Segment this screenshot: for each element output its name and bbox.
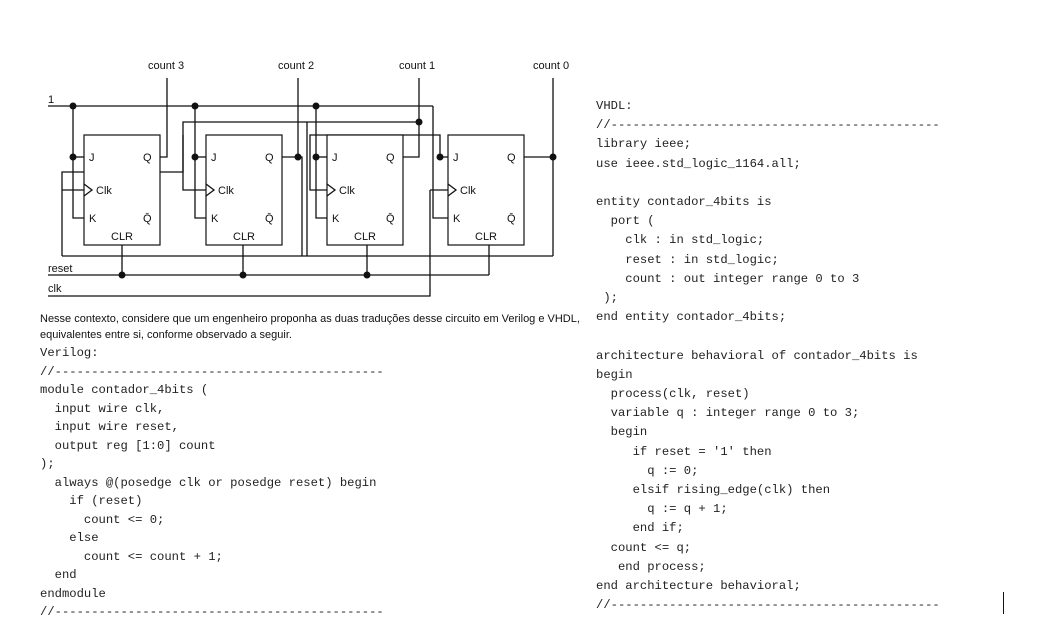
vhdl-code-line: count : out integer range 0 to 3: [596, 271, 860, 286]
vhdl-code-line: process(clk, reset): [596, 387, 750, 402]
vhdl-code-line: q := 0;: [596, 463, 699, 478]
count-2-label: count 2: [278, 60, 314, 72]
verilog-code-line: //--------------------------------------…: [40, 364, 384, 379]
flip-flop-0: J Q Clk K Q̄ CLR: [447, 134, 525, 246]
svg-text:Q: Q: [265, 152, 274, 164]
vhdl-code-line: begin: [596, 425, 648, 440]
vhdl-code-line: end architecture behavioral;: [596, 579, 801, 594]
vhdl-code-line: q := q + 1;: [596, 502, 728, 517]
verilog-code-block: Verilog: //------------------------------…: [40, 344, 384, 622]
vhdl-code-line: begin: [596, 367, 633, 382]
svg-text:Q: Q: [386, 152, 395, 164]
clk-label: clk: [48, 283, 62, 295]
svg-text:K: K: [211, 213, 219, 225]
svg-text:J: J: [211, 152, 217, 164]
vhdl-code-line: use ieee.std_logic_1164.all;: [596, 156, 801, 171]
svg-text:Clk: Clk: [460, 185, 476, 197]
vhdl-code-block: VHDL: //---------------------------------…: [596, 97, 940, 615]
vhdl-code-line: clk : in std_logic;: [596, 233, 765, 248]
verilog-code-line: always @(posedge clk or posedge reset) b…: [40, 475, 377, 490]
verilog-code-line: Verilog:: [40, 346, 99, 360]
svg-text:CLR: CLR: [354, 231, 376, 243]
vhdl-code-line: //--------------------------------------…: [596, 598, 940, 613]
vhdl-code-line: if reset = '1' then: [596, 444, 772, 459]
svg-text:J: J: [89, 152, 95, 164]
vhdl-code-line: );: [596, 291, 618, 306]
svg-text:CLR: CLR: [233, 231, 255, 243]
verilog-code-line: input wire clk,: [40, 401, 165, 416]
input-one-label: 1: [48, 94, 54, 106]
svg-text:CLR: CLR: [475, 231, 497, 243]
verilog-code-line: end: [40, 568, 77, 582]
vhdl-code-line: count <= q;: [596, 540, 692, 555]
vhdl-code-line: variable q : integer range 0 to 3;: [596, 406, 860, 421]
verilog-code-line: //--------------------------------------…: [40, 605, 384, 619]
svg-text:Clk: Clk: [339, 185, 355, 197]
vhdl-code-line: end if;: [596, 521, 684, 536]
verilog-code-line: output reg [1:0] count: [40, 438, 216, 453]
vhdl-code-line: entity contador_4bits is: [596, 195, 772, 210]
svg-text:Q̄: Q̄: [265, 212, 274, 225]
jk-counter-circuit-diagram: count 3 count 2 count 1 count 0 1 reset …: [48, 60, 569, 297]
ff3-wiring: [61, 78, 184, 275]
verilog-code-line: if (reset): [40, 494, 143, 508]
vhdl-code-line: VHDL:: [596, 99, 633, 113]
vhdl-code-line: end entity contador_4bits;: [596, 310, 787, 325]
count-0-label: count 0: [533, 60, 569, 72]
svg-text:Q: Q: [143, 152, 152, 164]
svg-text:CLR: CLR: [111, 231, 133, 243]
svg-text:Clk: Clk: [96, 185, 112, 197]
count-3-label: count 3: [148, 60, 184, 72]
vhdl-code-line: reset : in std_logic;: [596, 252, 779, 267]
flip-flop-1: J Q Clk K Q̄ CLR: [326, 134, 404, 246]
vhdl-code-line: port (: [596, 214, 655, 229]
flip-flop-2: J Q Clk K Q̄ CLR: [205, 134, 283, 246]
svg-text:J: J: [332, 152, 338, 164]
verilog-code-line: count <= count + 1;: [40, 549, 223, 564]
flip-flop-3: J Q Clk K Q̄ CLR: [83, 134, 161, 246]
vhdl-code-line: [596, 327, 940, 346]
svg-text:K: K: [332, 213, 340, 225]
vhdl-code-line: library ieee;: [596, 137, 692, 152]
verilog-code-line: input wire reset,: [40, 420, 179, 434]
reset-label: reset: [48, 263, 72, 275]
verilog-code-line: );: [40, 457, 55, 471]
verilog-code-line: else: [40, 531, 99, 545]
verilog-code-line: module contador_4bits (: [40, 383, 209, 397]
verilog-code-line: count <= 0;: [40, 512, 165, 527]
svg-text:Q̄: Q̄: [507, 212, 516, 225]
svg-text:Q̄: Q̄: [143, 212, 152, 225]
svg-text:K: K: [453, 213, 461, 225]
vhdl-code-line: end process;: [596, 559, 706, 574]
vhdl-code-line: [596, 174, 940, 193]
vhdl-code-line: //--------------------------------------…: [596, 118, 940, 133]
vhdl-code-line: architecture behavioral of contador_4bit…: [596, 348, 918, 363]
svg-text:Q̄: Q̄: [386, 212, 395, 225]
count-1-label: count 1: [399, 60, 435, 72]
text-cursor: [1003, 592, 1004, 614]
svg-text:Clk: Clk: [218, 185, 234, 197]
svg-text:J: J: [453, 152, 459, 164]
svg-text:Q: Q: [507, 152, 516, 164]
svg-text:K: K: [89, 213, 97, 225]
junction-dots: [69, 102, 557, 279]
verilog-code-line: endmodule: [40, 586, 106, 601]
vhdl-code-line: elsif rising_edge(clk) then: [596, 483, 831, 498]
context-paragraph: Nesse contexto, considere que um engenhe…: [40, 313, 580, 341]
